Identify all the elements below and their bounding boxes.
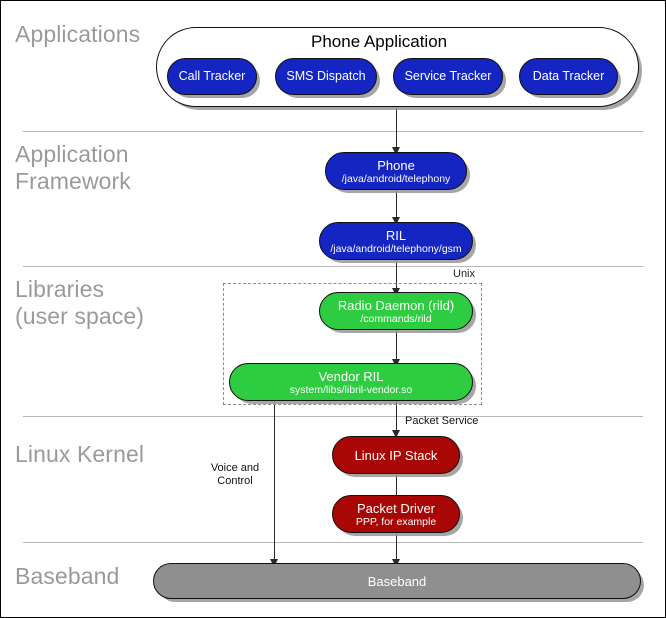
node-vendor-ril-title: Vendor RIL bbox=[318, 368, 384, 384]
arrowhead-phone-to-ril bbox=[391, 217, 400, 225]
edge-label-packet-service: Packet Service bbox=[405, 415, 479, 427]
layer-label-linux-kernel: Linux Kernel bbox=[15, 441, 145, 467]
connector-vendor-ril-to-ip-stack bbox=[396, 400, 397, 434]
node-vendor-ril[interactable]: Vendor RIL system/libs/libril-vendor.so bbox=[229, 363, 473, 401]
app-data-tracker-label: Data Tracker bbox=[532, 69, 605, 83]
connector-phone-to-ril bbox=[396, 189, 397, 221]
connector-ip-stack-to-packet-driver bbox=[396, 474, 397, 507]
app-data-tracker[interactable]: Data Tracker bbox=[519, 58, 618, 95]
node-packet-driver[interactable]: Packet Driver PPP, for example bbox=[332, 495, 460, 533]
edge-label-voice-and-control: Voice and Control bbox=[210, 462, 260, 487]
arrowhead-apps-to-phone bbox=[391, 147, 400, 155]
node-linux-ip-stack[interactable]: Linux IP Stack bbox=[332, 436, 460, 474]
node-vendor-ril-subtitle: system/libs/libril-vendor.so bbox=[289, 383, 413, 396]
unix-region bbox=[223, 283, 482, 405]
app-call-tracker-label: Call Tracker bbox=[178, 69, 246, 83]
connector-packet-driver-to-baseband bbox=[396, 533, 397, 565]
app-sms-dispatch-label: SMS Dispatch bbox=[286, 69, 366, 83]
node-radio-daemon-title: Radio Daemon (rild) bbox=[337, 297, 455, 313]
node-ril-subtitle: /java/android/telephony/gsm bbox=[330, 242, 462, 255]
layer-label-libraries: Libraries (user space) bbox=[15, 276, 145, 329]
app-call-tracker[interactable]: Call Tracker bbox=[167, 58, 257, 95]
node-ril-title: RIL bbox=[385, 227, 407, 243]
node-phone-subtitle: /java/android/telephony bbox=[341, 172, 451, 185]
connector-apps-to-phone bbox=[396, 106, 397, 151]
node-radio-daemon-subtitle: /commands/rild bbox=[360, 312, 432, 325]
divider-linux-kernel bbox=[23, 542, 643, 543]
node-phone[interactable]: Phone /java/android/telephony bbox=[325, 152, 467, 190]
app-sms-dispatch[interactable]: SMS Dispatch bbox=[275, 58, 377, 95]
node-ril[interactable]: RIL /java/android/telephony/gsm bbox=[319, 222, 473, 260]
connector-ril-to-rild bbox=[396, 259, 397, 292]
divider-libraries bbox=[23, 416, 643, 417]
connector-rild-to-vendor-ril bbox=[396, 329, 397, 365]
node-packet-driver-subtitle: PPP, for example bbox=[355, 515, 437, 528]
unix-region-label: Unix bbox=[453, 268, 476, 280]
layer-label-applications: Applications bbox=[15, 21, 141, 47]
divider-applications bbox=[23, 131, 643, 132]
connector-vendor-ril-to-baseband bbox=[274, 400, 275, 566]
node-phone-title: Phone bbox=[377, 157, 415, 173]
node-linux-ip-stack-title: Linux IP Stack bbox=[354, 447, 438, 463]
phone-application-title: Phone Application bbox=[311, 32, 448, 51]
node-baseband[interactable]: Baseband bbox=[153, 563, 641, 599]
node-radio-daemon[interactable]: Radio Daemon (rild) /commands/rild bbox=[319, 292, 473, 330]
node-packet-driver-title: Packet Driver bbox=[356, 500, 436, 516]
layer-label-application-framework: Application Framework bbox=[15, 141, 131, 194]
divider-application-framework bbox=[23, 266, 643, 267]
app-service-tracker-label: Service Tracker bbox=[404, 69, 492, 83]
node-baseband-title: Baseband bbox=[367, 573, 427, 589]
app-service-tracker[interactable]: Service Tracker bbox=[393, 58, 503, 95]
layer-label-baseband: Baseband bbox=[15, 563, 120, 589]
arrowhead-vendor-ril-to-ip-stack bbox=[391, 430, 400, 438]
